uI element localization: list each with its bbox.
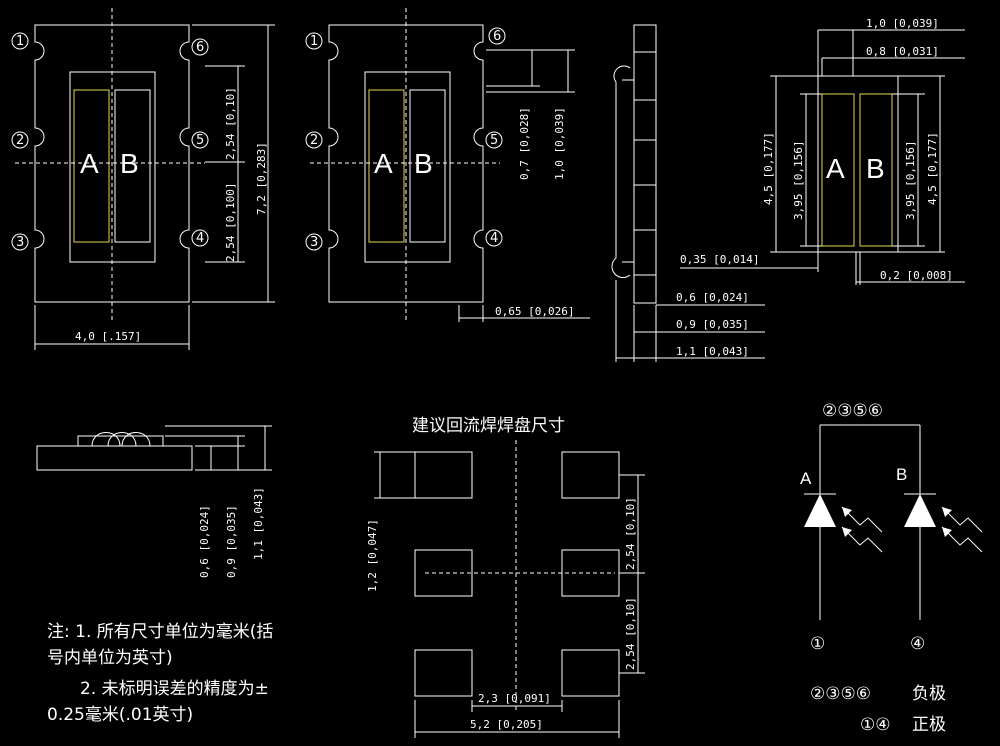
top-view-2-package bbox=[310, 8, 500, 320]
schematic-wiring bbox=[804, 424, 936, 620]
front-dim-09-label: 0,9 [0,035] bbox=[225, 505, 238, 578]
schematic-pin-b: ④ bbox=[910, 634, 925, 653]
front-dim-11-label: 1,1 [0,043] bbox=[252, 487, 265, 560]
note-line-2: 号内单位为英寸) bbox=[47, 648, 173, 668]
top-view-2-dimension-lines bbox=[458, 49, 590, 322]
schematic-label-a: A bbox=[800, 469, 812, 488]
detail-dim-45-right-label: 4,5 [0,177] bbox=[926, 132, 939, 205]
light-arrows-a bbox=[841, 506, 883, 553]
dim-065-label: 0,65 [0,026] bbox=[495, 305, 574, 318]
legend-neg-label: 负极 bbox=[912, 684, 946, 704]
note-line-4: 0.25毫米(.01英寸) bbox=[47, 705, 193, 725]
pin-label: 4 bbox=[196, 231, 204, 246]
top-view-label-b: B bbox=[120, 148, 139, 179]
detail-view-package bbox=[817, 29, 965, 253]
schematic-label-b: B bbox=[896, 465, 907, 484]
note-line-1: 注: 1. 所有尺寸单位为毫米(括 bbox=[47, 622, 273, 642]
top-view-2-pin-markers bbox=[305, 27, 506, 251]
dim-07-label: 0,7 [0,028] bbox=[518, 107, 531, 180]
detail-dim-395-right-label: 3,95 [0,156] bbox=[904, 141, 917, 220]
legend-neg-pins: ②③⑤⑥ bbox=[810, 684, 871, 703]
top-view-pin-markers bbox=[11, 32, 209, 251]
pin-label: 1 bbox=[16, 34, 24, 49]
pin-label: 3 bbox=[16, 235, 24, 250]
top-view-package bbox=[15, 8, 205, 320]
side-dim-09-label: 0,9 [0,035] bbox=[676, 318, 749, 331]
dim-10-label: 1,0 [0,039] bbox=[553, 107, 566, 180]
detail-label-a: A bbox=[826, 153, 845, 184]
detail-dim-02-label: 0,2 [0,008] bbox=[880, 269, 953, 282]
top-view-label-a: A bbox=[80, 148, 99, 179]
pin-label: 5 bbox=[490, 133, 498, 148]
side-dim-06-label: 0,6 [0,024] bbox=[676, 291, 749, 304]
pad-dim-12-label: 1,2 [0,047] bbox=[366, 519, 379, 592]
pin-label: 2 bbox=[310, 133, 318, 148]
detail-dim-45-left-label: 4,5 [0,177] bbox=[762, 132, 775, 205]
note-line-3: 2. 未标明误差的精度为± bbox=[80, 679, 269, 699]
detail-dim-08-label: 0,8 [0,031] bbox=[866, 45, 939, 58]
led-b-triangle bbox=[904, 494, 936, 527]
side-dim-11-label: 1,1 [0,043] bbox=[676, 345, 749, 358]
front-dim-06-label: 0,6 [0,024] bbox=[198, 505, 211, 578]
dim-pitch-lower-label: 2,54 [0,100] bbox=[224, 183, 237, 262]
light-arrows-b bbox=[941, 506, 983, 553]
led-a-triangle bbox=[804, 494, 836, 527]
detail-dim-10-label: 1,0 [0,039] bbox=[866, 17, 939, 30]
pad-dim-254-lower-label: 2,54 [0,10] bbox=[624, 597, 637, 670]
front-view-package bbox=[36, 432, 193, 471]
pin-label: 2 bbox=[16, 133, 24, 148]
top-view-2-label-a: A bbox=[374, 148, 393, 179]
dim-width-label: 4,0 [.157] bbox=[75, 330, 141, 343]
pin-label: 1 bbox=[310, 34, 318, 49]
legend-pos-pins: ①④ bbox=[860, 715, 890, 734]
pad-dim-254-upper-label: 2,54 [0,10] bbox=[624, 497, 637, 570]
legend-pos-label: 正极 bbox=[912, 715, 946, 735]
solder-pad-dimension-lines bbox=[374, 451, 645, 738]
front-view-dimension-lines bbox=[165, 425, 272, 471]
solder-pad-layout bbox=[414, 440, 620, 712]
top-view-dimension-lines bbox=[34, 24, 275, 350]
pin-label: 6 bbox=[196, 40, 204, 55]
pin-label: 4 bbox=[490, 231, 498, 246]
detail-view-dimension-lines bbox=[680, 75, 965, 285]
pin-label: 5 bbox=[196, 133, 204, 148]
solder-pad-title: 建议回流焊焊盘尺寸 bbox=[412, 416, 565, 436]
detail-dim-035-label: 0,35 [0,014] bbox=[680, 253, 759, 266]
detail-label-b: B bbox=[866, 153, 885, 184]
detail-dim-395-left-label: 3,95 [0,156] bbox=[792, 141, 805, 220]
pin-label: 6 bbox=[493, 29, 501, 44]
schematic-pin-a: ① bbox=[810, 634, 825, 653]
dim-pitch-upper-label: 2,54 [0,10] bbox=[224, 87, 237, 160]
schematic-common-pins: ②③⑤⑥ bbox=[822, 401, 883, 420]
pad-dim-23-label: 2,3 [0,091] bbox=[478, 692, 551, 705]
pad-dim-52-label: 5,2 [0,205] bbox=[470, 718, 543, 731]
side-view-package bbox=[611, 24, 657, 304]
top-view-2-label-b: B bbox=[414, 148, 433, 179]
side-view-dimension-lines bbox=[615, 280, 765, 362]
dim-height-label: 7,2 [0,283] bbox=[255, 142, 268, 215]
pin-label: 3 bbox=[310, 235, 318, 250]
